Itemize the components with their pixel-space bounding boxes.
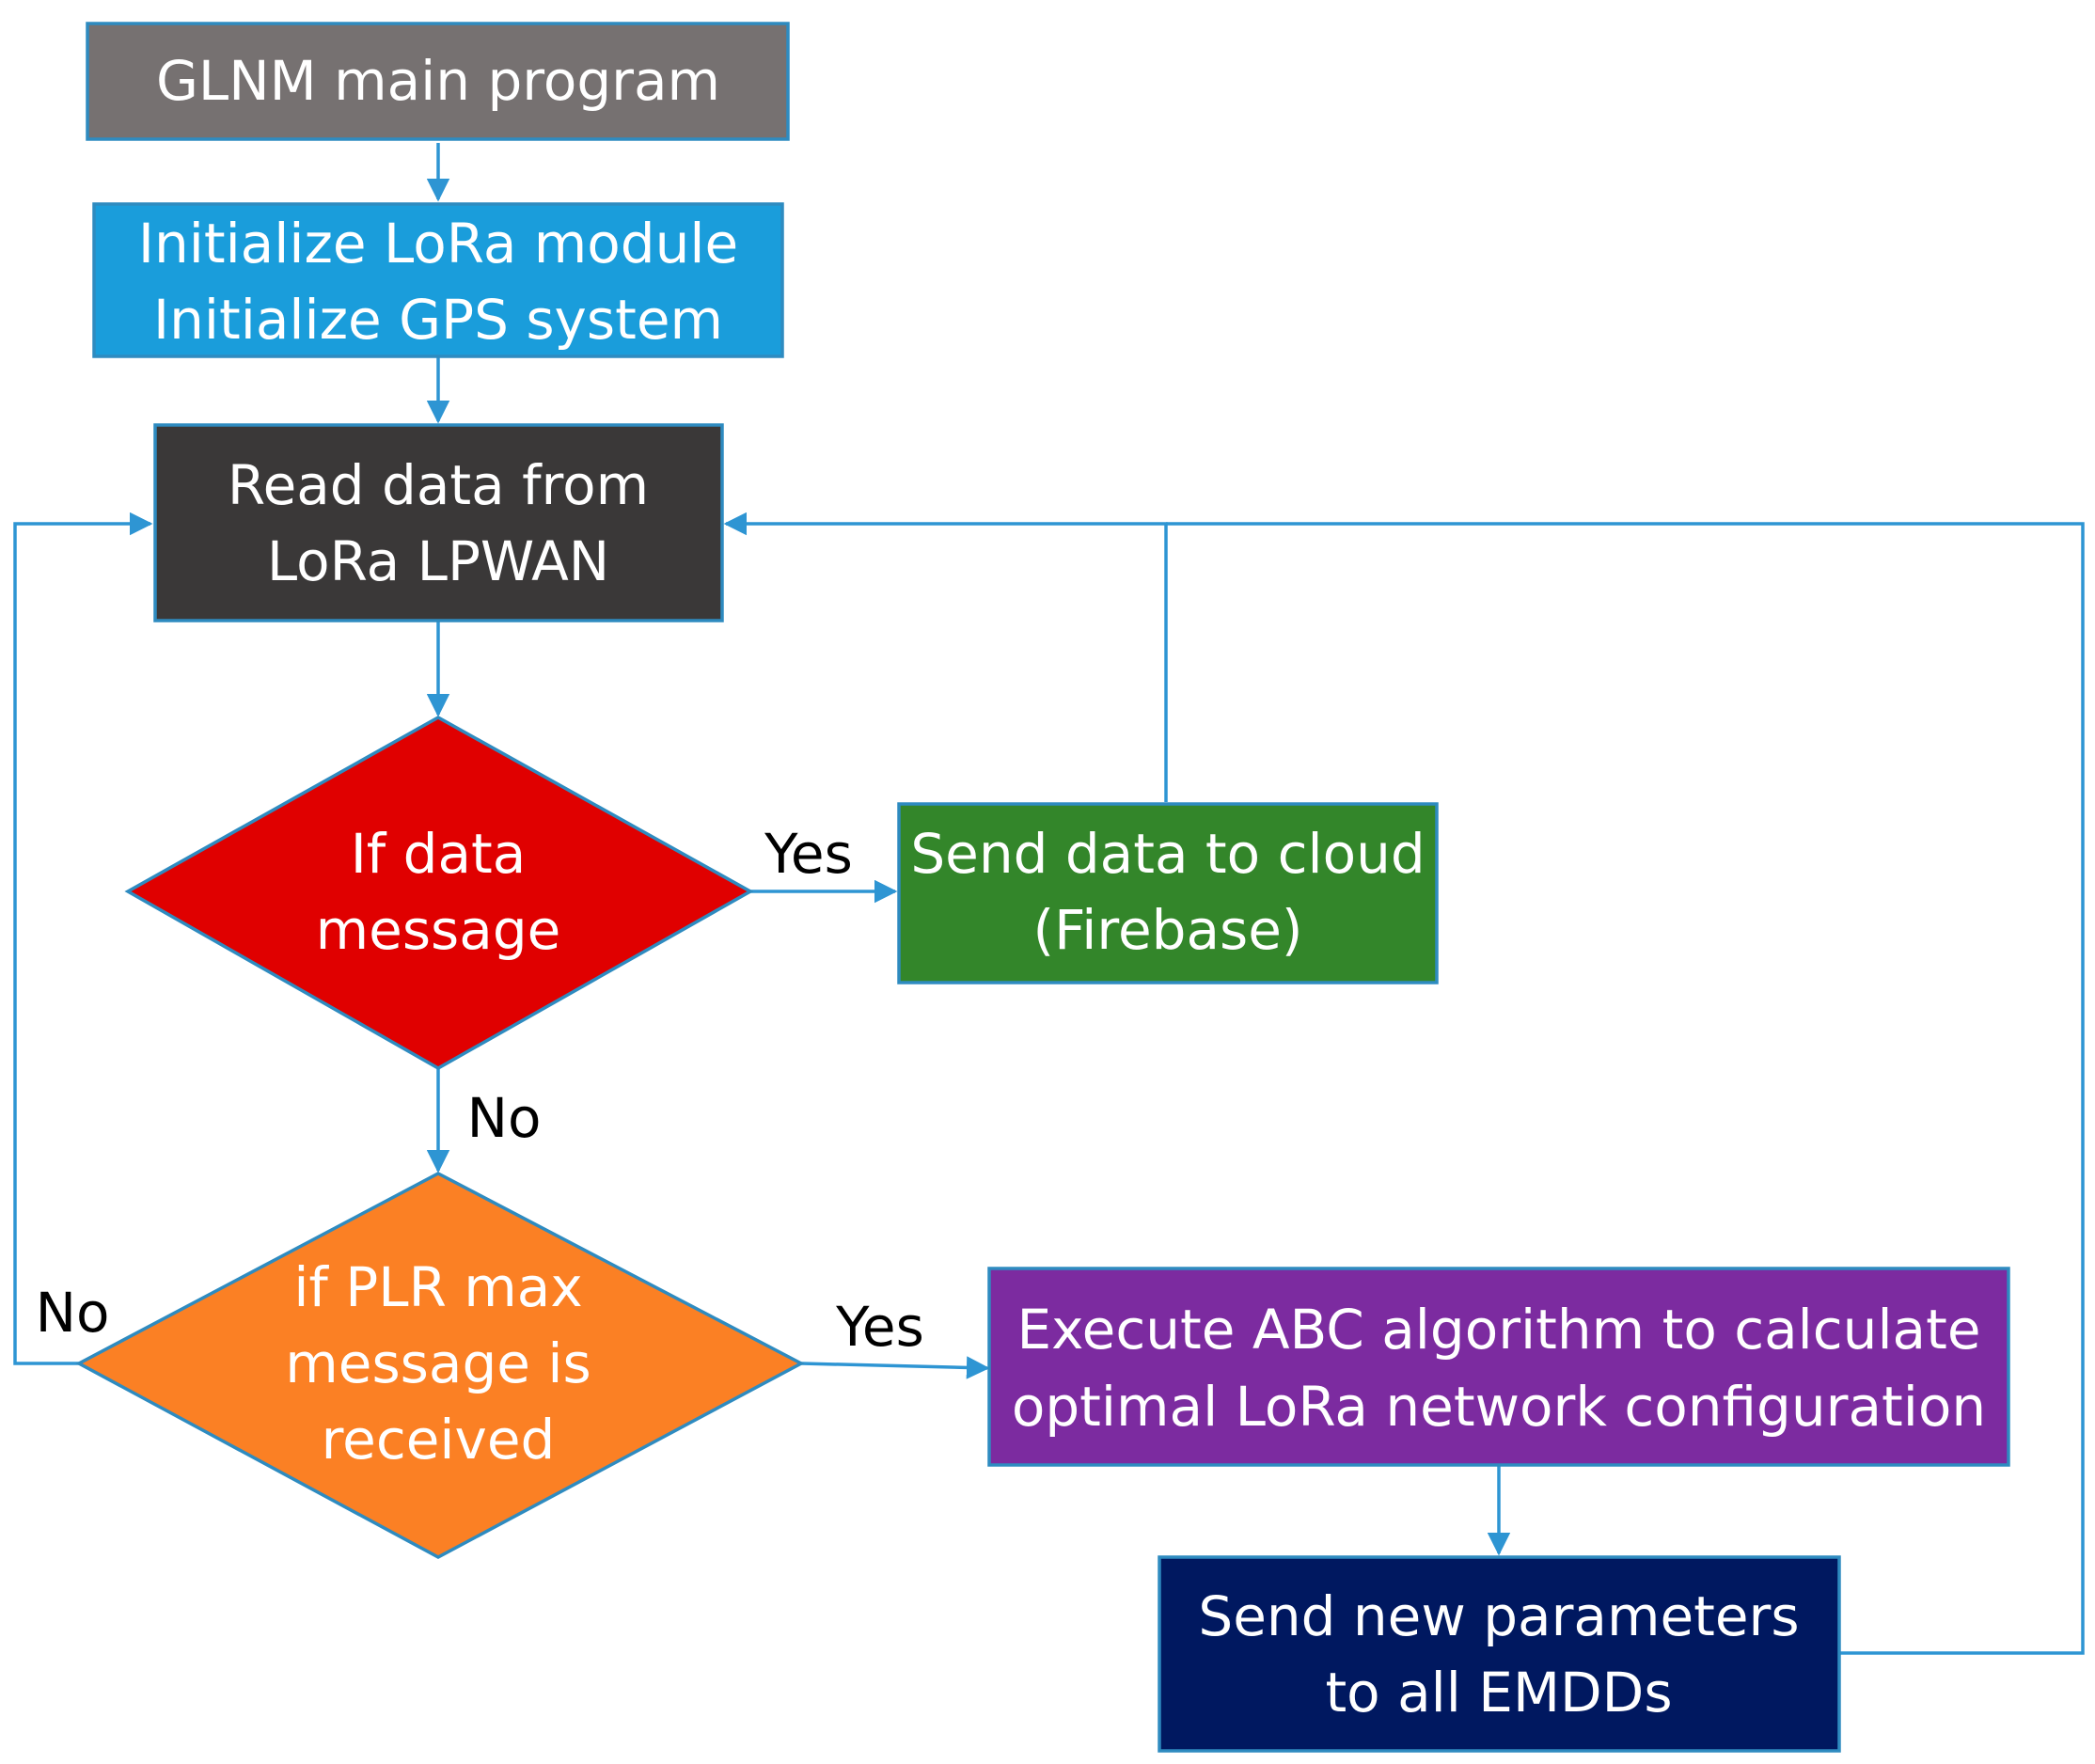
- read-label-line-2: LoRa LPWAN: [267, 529, 609, 593]
- decision-plr-diamond: [75, 1172, 805, 1559]
- decision-plr-label-line-2: message is: [285, 1331, 591, 1395]
- send-cloud-label-line-2: (Firebase): [1032, 898, 1302, 962]
- execute-abc-box: [987, 1267, 2010, 1467]
- edge-decision-plr-no-loop: [13, 512, 153, 1365]
- start-box: [86, 22, 790, 141]
- decision-data-diamond: [124, 715, 754, 1071]
- read-box: [153, 423, 724, 622]
- label-plr-no: No: [36, 1281, 110, 1345]
- decision-data-label-line-2: message: [316, 898, 561, 962]
- node-read: Read data from LoRa LPWAN: [153, 423, 724, 622]
- label-data-no: No: [467, 1086, 542, 1150]
- label-plr-yes: Yes: [835, 1295, 924, 1359]
- send-params-label-line-1: Send new parameters: [1198, 1584, 1799, 1648]
- node-init: Initialize LoRa module Initialize GPS sy…: [92, 202, 784, 358]
- node-execute-abc: Execute ABC algorithm to calculate optim…: [987, 1267, 2010, 1467]
- decision-data-label-line-1: If data: [351, 822, 527, 886]
- init-label-line-1: Initialize LoRa module: [138, 212, 738, 276]
- init-label-line-2: Initialize GPS system: [153, 288, 723, 352]
- decision-plr-label-line-3: received: [322, 1408, 556, 1472]
- node-start: GLNM main program: [86, 22, 790, 141]
- send-cloud-label-line-1: Send data to cloud: [910, 822, 1425, 886]
- edges: [13, 143, 2085, 1655]
- edge-labels: Yes No Yes No: [36, 822, 924, 1359]
- edge-cloud-to-read: [723, 512, 1168, 802]
- init-box: [92, 202, 784, 358]
- send-cloud-box: [897, 802, 1439, 984]
- decision-plr-label-line-1: if PLR max: [293, 1255, 582, 1319]
- execute-abc-label-line-1: Execute ABC algorithm to calculate: [1016, 1298, 1980, 1362]
- execute-abc-label-line-2: optimal LoRa network configuration: [1012, 1375, 1986, 1439]
- label-data-yes: Yes: [764, 822, 853, 886]
- start-label-line-1: GLNM main program: [156, 49, 720, 113]
- edge-decision-plr-yes: [800, 1356, 990, 1379]
- node-send-cloud: Send data to cloud (Firebase): [897, 802, 1439, 984]
- node-send-params: Send new parameters to all EMDDs: [1158, 1555, 1841, 1753]
- send-params-label-line-2: to all EMDDs: [1325, 1661, 1672, 1725]
- edge-params-loop: [1166, 522, 2085, 1655]
- send-params-box: [1158, 1555, 1841, 1753]
- node-decision-data: If data message: [124, 715, 754, 1071]
- node-decision-plr: if PLR max message is received: [75, 1172, 805, 1559]
- read-label-line-1: Read data from: [228, 453, 649, 517]
